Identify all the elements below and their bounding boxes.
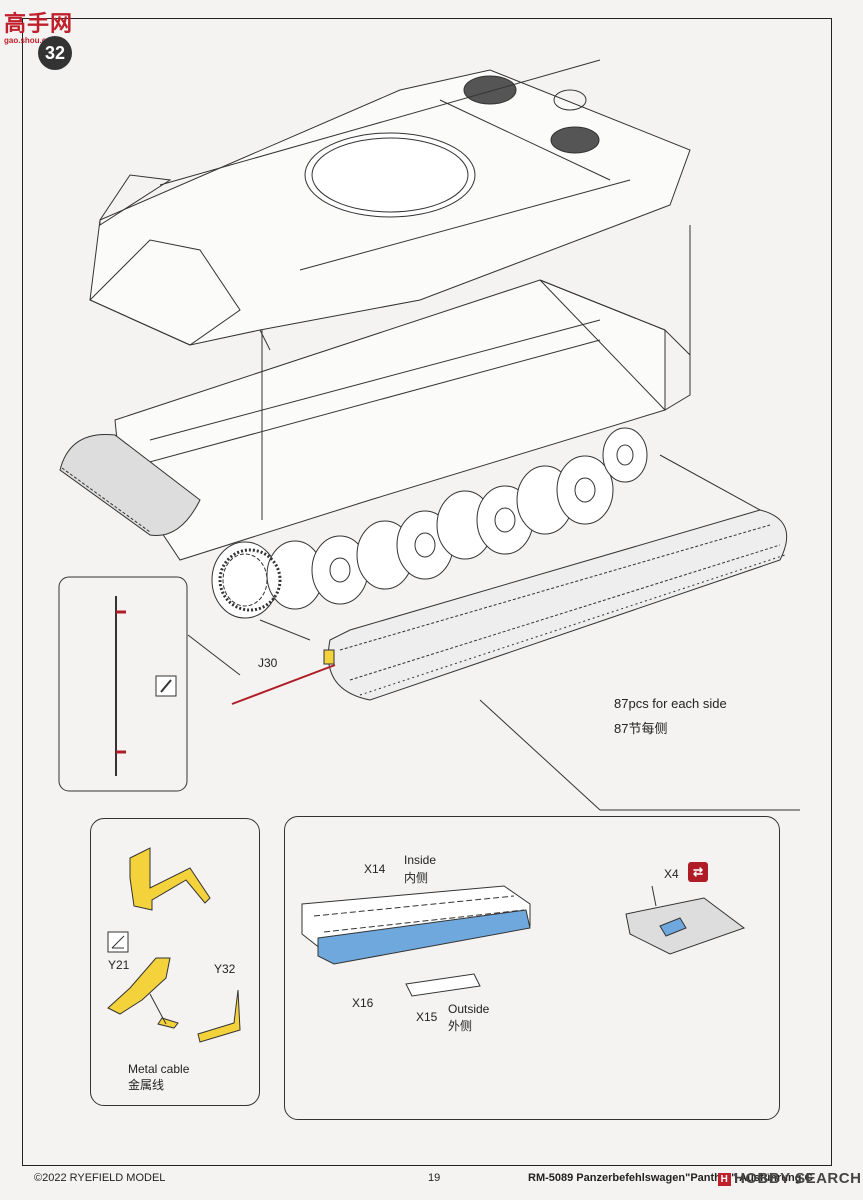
outside-label-cn: 外侧 bbox=[448, 1019, 473, 1033]
track-assembly-panel bbox=[284, 816, 780, 1120]
cable-detail-inset bbox=[58, 576, 188, 792]
outside-label-en: Outside bbox=[448, 1002, 490, 1016]
part-label-y32: Y32 bbox=[214, 962, 236, 976]
part-label-x4: X4 bbox=[664, 867, 679, 881]
track-assembly-drawing bbox=[301, 885, 746, 997]
part-label-y21: Y21 bbox=[108, 958, 130, 972]
cable-label-cn: 金属线 bbox=[128, 1078, 165, 1092]
part-label-j30: J30 bbox=[258, 656, 278, 670]
track-count-cn: 87节每侧 bbox=[614, 721, 668, 736]
mirror-flip-icon: ⇄ bbox=[688, 862, 708, 882]
inside-label-cn: 内侧 bbox=[404, 871, 429, 885]
inside-label-en: Inside bbox=[404, 853, 437, 867]
road-wheels bbox=[211, 427, 648, 619]
hobby-search-mark: H bbox=[718, 1173, 731, 1186]
watermark-url: gao.shou.com bbox=[4, 36, 59, 45]
site-watermark: 高手网 gao.shou.com bbox=[4, 6, 73, 45]
hobby-search-label: HOBBY SEARCH bbox=[734, 1170, 862, 1187]
part-label-x16: X16 bbox=[352, 996, 374, 1010]
step-number-badge: 32 bbox=[38, 36, 72, 70]
footer-page-number: 19 bbox=[428, 1172, 441, 1184]
j30-clip bbox=[323, 649, 335, 665]
footer-copyright: ©2022 RYEFIELD MODEL bbox=[34, 1172, 166, 1184]
footer-kit-title: RM-5089 Panzerbefehlswagen"Panther" Ausf… bbox=[528, 1172, 814, 1184]
bracket-drawing bbox=[107, 847, 241, 1043]
track-count-en: 87pcs for each side bbox=[614, 696, 727, 711]
page-frame bbox=[22, 18, 832, 1166]
bracket-panel bbox=[90, 818, 260, 1106]
j30-cable-line bbox=[231, 664, 336, 705]
track-run bbox=[327, 509, 788, 701]
rear-track-section bbox=[59, 433, 201, 537]
watermark-title: 高手网 bbox=[4, 11, 74, 36]
cable-label-en: Metal cable bbox=[128, 1062, 190, 1076]
drive-sprocket bbox=[218, 548, 282, 612]
part-label-x14: X14 bbox=[364, 862, 386, 876]
upper-hull bbox=[89, 59, 691, 351]
part-label-x15: X15 bbox=[416, 1010, 438, 1024]
